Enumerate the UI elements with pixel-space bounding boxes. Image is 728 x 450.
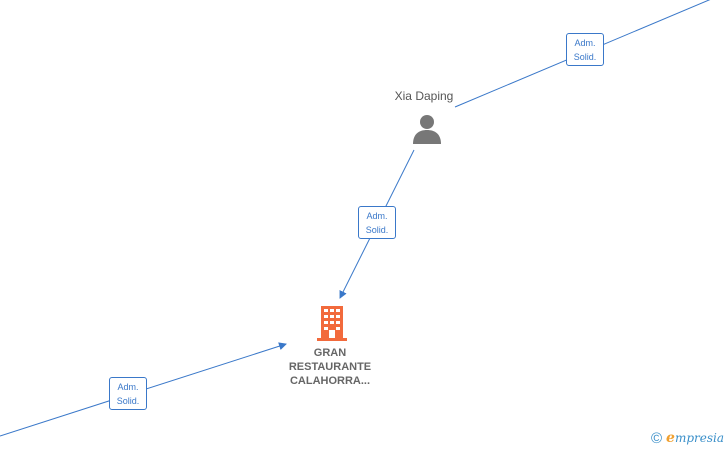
footer-brand[interactable]: © empresia xyxy=(651,430,724,446)
edge-label-line: Solid. xyxy=(365,225,389,235)
edge-label-person-to-company[interactable]: Adm. Solid. xyxy=(358,206,396,239)
edge-label-line: Adm. xyxy=(574,38,596,48)
edge-label-line: Adm. xyxy=(117,382,139,392)
edge-label-line: Adm. xyxy=(366,211,388,221)
edge-label-top-right[interactable]: Adm. Solid. xyxy=(566,33,604,66)
edge-label-line: Solid. xyxy=(116,396,140,406)
brand-rest: mpresia xyxy=(674,431,724,445)
building-icon[interactable] xyxy=(315,304,349,342)
edge-label-left[interactable]: Adm. Solid. xyxy=(109,377,147,410)
person-node-name[interactable]: Xia Daping xyxy=(394,89,454,103)
brand-initial: e xyxy=(666,430,675,446)
company-name-line: CALAHORRA... xyxy=(289,375,371,387)
company-name-line: RESTAURANTE xyxy=(288,361,372,373)
edge-label-line: Solid. xyxy=(573,52,597,62)
brand-logo: empresia xyxy=(666,430,724,446)
person-icon[interactable] xyxy=(410,112,444,146)
company-name-line: GRAN xyxy=(313,347,347,359)
company-node-name[interactable]: GRAN RESTAURANTE CALAHORRA... xyxy=(270,346,390,388)
copyright-icon: © xyxy=(650,429,663,447)
